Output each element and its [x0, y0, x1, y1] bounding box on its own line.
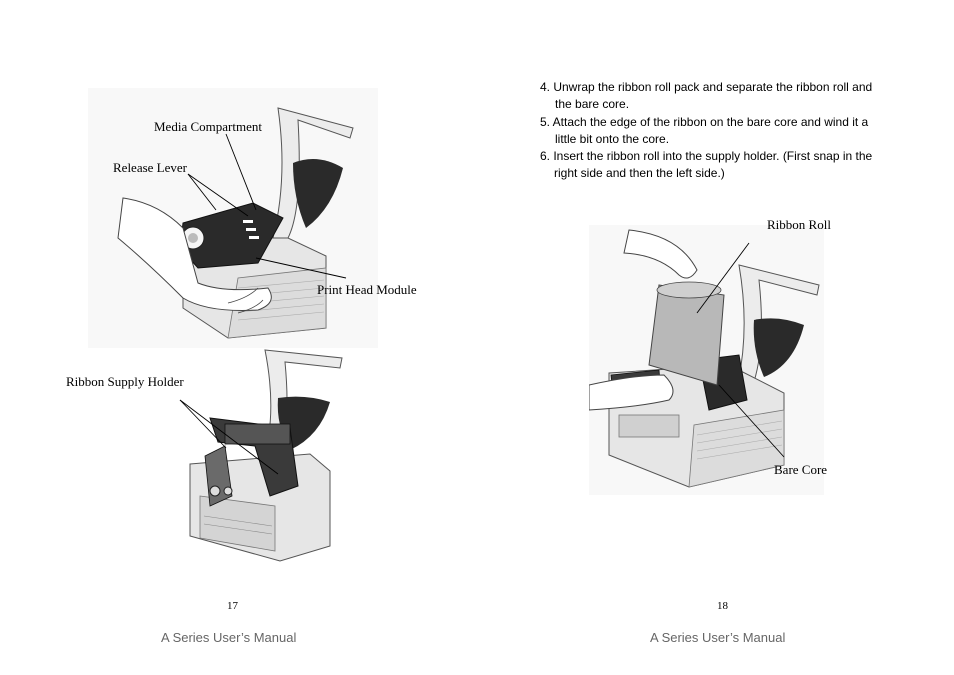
page-number: 17 [227, 600, 238, 612]
label-print-head-module: Print Head Module [317, 282, 417, 297]
step-text-continued: little bit onto the core. [555, 132, 670, 146]
step-text: 6. Insert the ribbon roll into the suppl… [540, 149, 873, 163]
page-footer: A Series User’s Manual [650, 630, 786, 645]
label-media-compartment: Media Compartment [154, 119, 262, 134]
step-text: 5. Attach the edge of the ribbon on the … [540, 115, 869, 129]
label-bare-core: Bare Core [774, 462, 828, 477]
right-page: 4. Unwrap the ribbon roll pack and separ… [477, 0, 954, 675]
step-text-continued: the bare core. [555, 97, 630, 111]
label-release-lever: Release Lever [113, 160, 187, 175]
left-page: Media Compartment Release Lever Print He… [66, 88, 417, 645]
label-ribbon-supply-holder: Ribbon Supply Holder [66, 374, 184, 389]
step-text: 4. Unwrap the ribbon roll pack and separ… [540, 80, 873, 94]
ribbon-roll-illustration [589, 225, 824, 495]
step-text-continued: right side and then the left side.) [554, 166, 725, 180]
page-footer: A Series User’s Manual [161, 630, 297, 645]
step-item: 6. Insert the ribbon roll into the suppl… [540, 148, 900, 182]
label-ribbon-roll: Ribbon Roll [767, 217, 831, 232]
step-item: 5. Attach the edge of the ribbon on the … [540, 114, 900, 148]
step-item: 4. Unwrap the ribbon roll pack and separ… [540, 79, 900, 113]
ribbon-supply-holder-illustration [179, 349, 343, 562]
page-number: 18 [717, 600, 728, 612]
printer-open-illustration [88, 88, 378, 348]
